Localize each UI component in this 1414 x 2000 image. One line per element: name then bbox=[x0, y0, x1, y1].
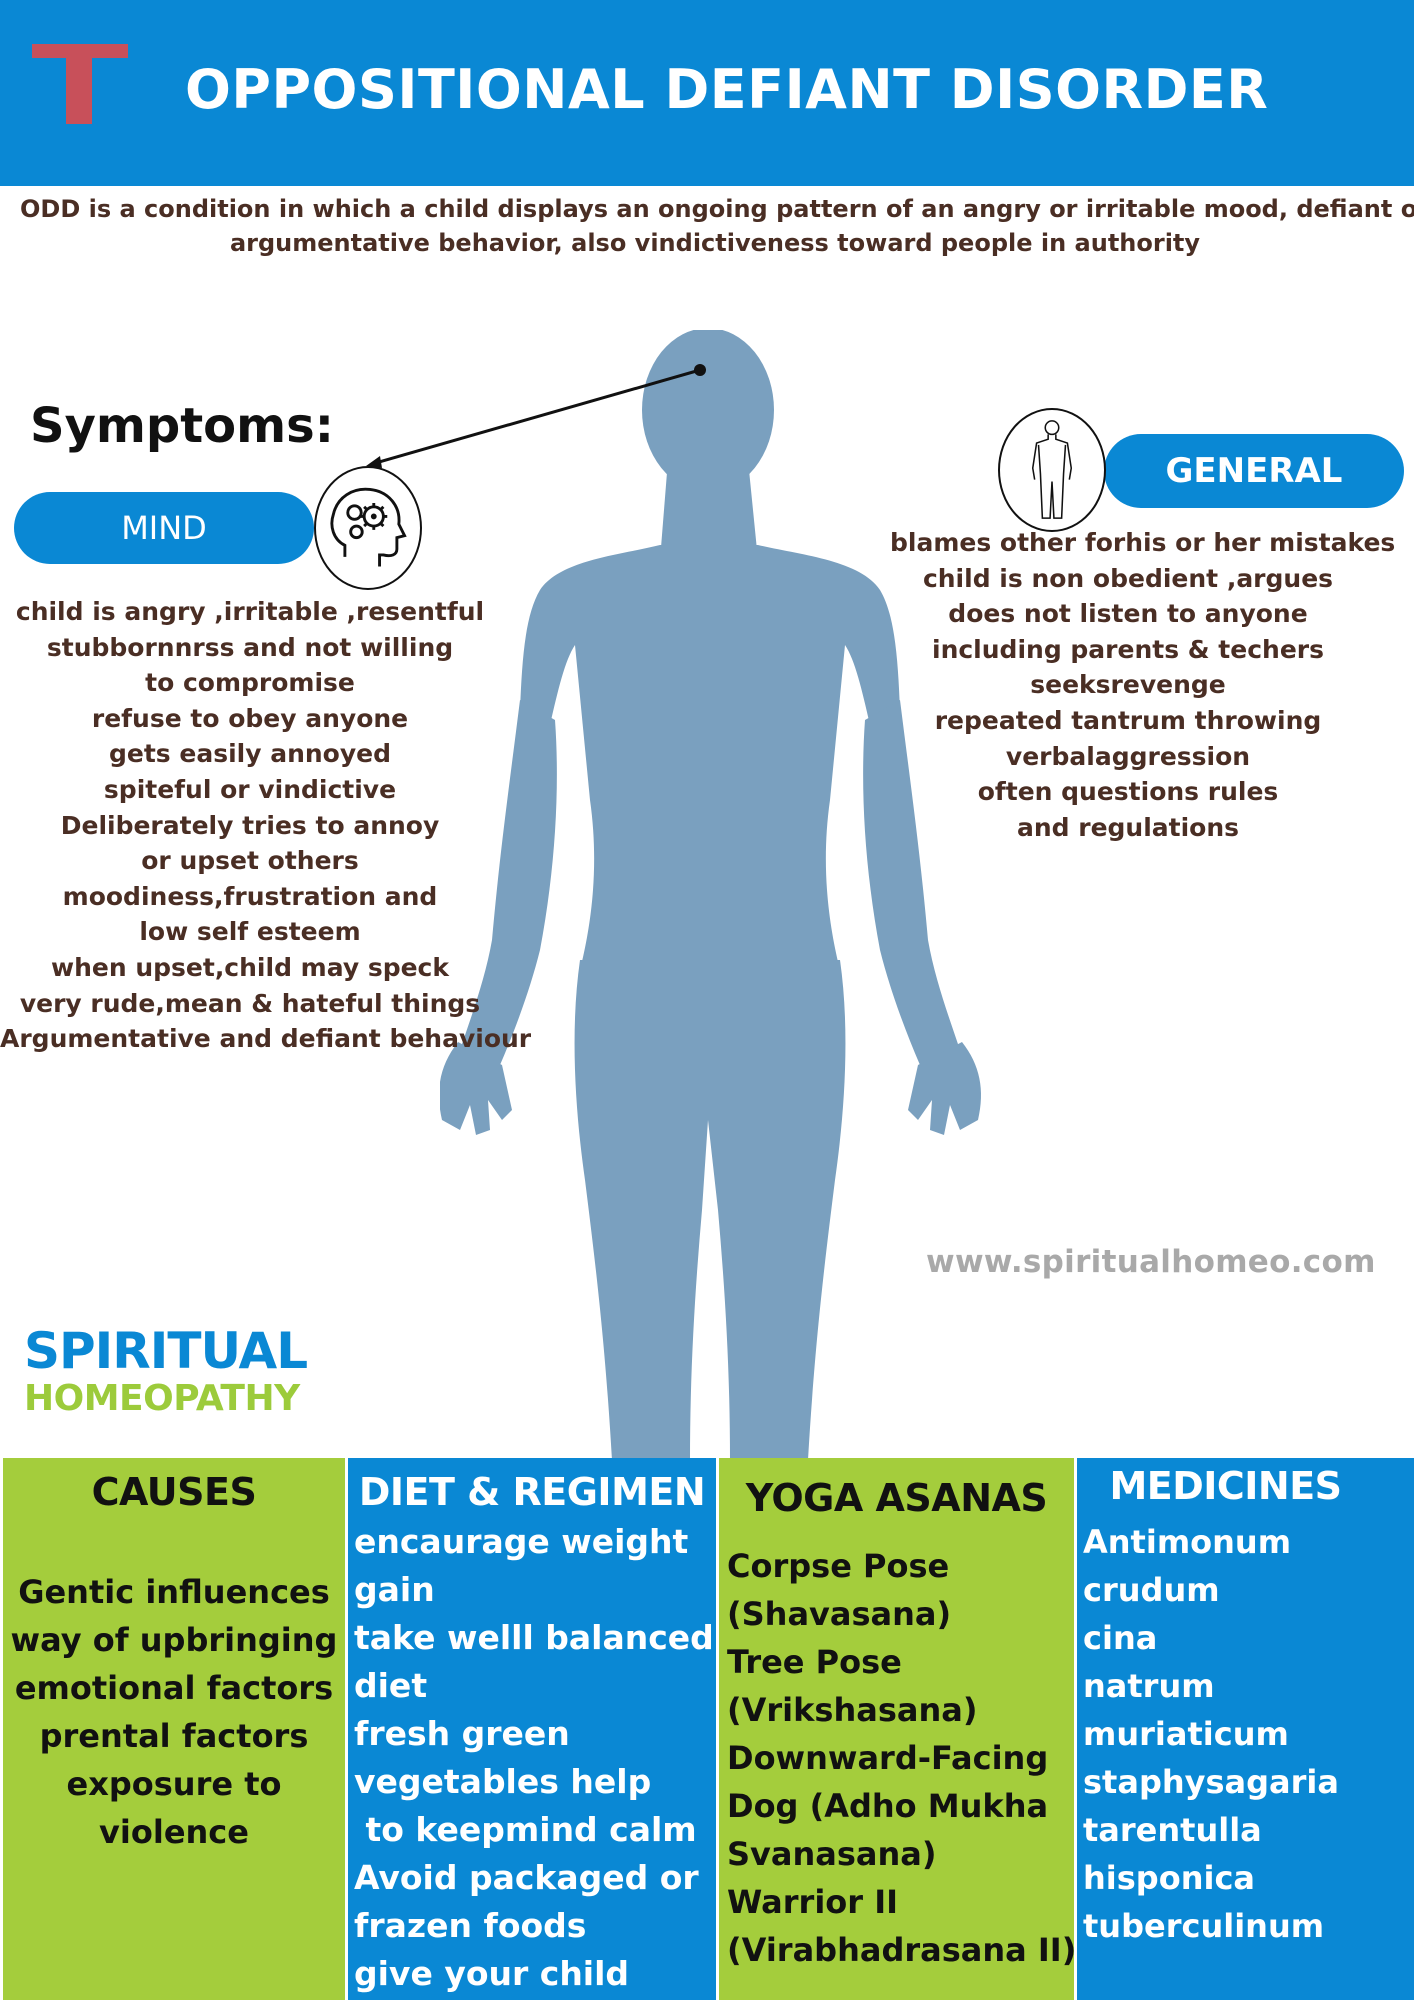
list-item: Downward-Facing bbox=[727, 1739, 1049, 1777]
causes-list: Gentic influences way of upbringing emot… bbox=[3, 1568, 345, 1856]
diet-list: encaurage weight gain take welll balance… bbox=[354, 1518, 714, 1998]
list-item: verbalaggression bbox=[1005, 741, 1251, 771]
list-item: gets easily annoyed bbox=[108, 739, 392, 769]
list-item: Tree Pose bbox=[727, 1643, 902, 1681]
list-item: refuse to obey anyone bbox=[91, 703, 409, 733]
brand-name-line1: SPIRITUAL bbox=[24, 1322, 308, 1380]
list-item: blames other forhis or her mistakes bbox=[890, 528, 1396, 557]
list-item: Warrior II bbox=[727, 1883, 898, 1921]
list-item: encaurage weight bbox=[354, 1522, 689, 1561]
list-item: and regulations bbox=[1016, 812, 1240, 842]
list-item: moodiness,frustration and bbox=[62, 881, 438, 911]
mind-label-pill: MIND bbox=[14, 492, 314, 564]
list-item: Antimonum bbox=[1083, 1523, 1292, 1561]
list-item: natrum bbox=[1083, 1667, 1215, 1705]
list-item: very rude,mean & hateful things bbox=[19, 988, 481, 1018]
website-url: www.spiritualhomeo.com bbox=[926, 1244, 1376, 1280]
list-item: when upset,child may speck bbox=[50, 952, 449, 982]
intro-line: ODD is a condition in which a child disp… bbox=[20, 195, 1414, 223]
list-item: tarentulla bbox=[1083, 1811, 1262, 1849]
list-item: child is angry ,irritable ,resentful bbox=[15, 597, 485, 626]
mind-symptoms-list: child is angry ,irritable ,resentful stu… bbox=[0, 594, 532, 1057]
list-item: (Virabhadrasana II) bbox=[727, 1931, 1074, 1969]
human-outline-icon bbox=[998, 408, 1106, 532]
list-item: Corpse Pose bbox=[727, 1547, 950, 1585]
list-item: Svanasana) bbox=[727, 1835, 937, 1873]
brand-logo: SPIRITUAL HOMEOPATHY bbox=[24, 1322, 308, 1419]
list-item: seeksrevenge bbox=[1030, 670, 1226, 700]
list-item: to keepmind calm bbox=[354, 1810, 697, 1849]
list-item: often questions rules bbox=[977, 777, 1279, 807]
yoga-title: YOGA ASANAS bbox=[745, 1476, 1048, 1520]
list-item: hisponica bbox=[1083, 1859, 1255, 1897]
list-item: gain bbox=[354, 1570, 435, 1609]
list-item: stubbornnrss and not willing bbox=[46, 632, 454, 662]
list-item: way of upbringing bbox=[10, 1621, 338, 1659]
page-title: OPPOSITIONAL DEFIANT DISORDER bbox=[185, 58, 1269, 121]
list-item: (Vrikshasana) bbox=[727, 1691, 978, 1729]
pointer-line bbox=[366, 364, 706, 468]
medicines-title: MEDICINES bbox=[1109, 1464, 1342, 1508]
list-item: including parents & techers bbox=[932, 634, 1324, 664]
yoga-asanas-panel: YOGA ASANAS Corpse Pose (Shavasana) Tree… bbox=[719, 1458, 1074, 2000]
logo-t-icon bbox=[32, 44, 128, 124]
brain-gears-icon bbox=[314, 466, 422, 590]
list-item: low self esteem bbox=[139, 917, 361, 947]
list-item: violence bbox=[99, 1813, 249, 1851]
list-item: to compromise bbox=[145, 668, 355, 698]
intro-text: ODD is a condition in which a child disp… bbox=[20, 192, 1414, 260]
medicines-panel: MEDICINES Antimonum crudum cina natrum m… bbox=[1077, 1458, 1414, 2000]
list-item: diet bbox=[354, 1666, 428, 1705]
yoga-list: Corpse Pose (Shavasana) Tree Pose (Vriks… bbox=[727, 1542, 1074, 1974]
list-item: Deliberately tries to annoy bbox=[60, 810, 440, 840]
general-symptoms-list: blames other forhis or her mistakes chil… bbox=[890, 525, 1396, 845]
general-label-pill: GENERAL bbox=[1104, 434, 1404, 508]
list-item: (Shavasana) bbox=[727, 1595, 952, 1633]
symptoms-heading: Symptoms: bbox=[30, 398, 334, 454]
causes-panel: CAUSES Gentic influences way of upbringi… bbox=[3, 1458, 345, 2000]
human-body-silhouette bbox=[440, 330, 982, 1460]
list-item: repeated tantrum throwing bbox=[934, 705, 1322, 735]
list-item: prental factors bbox=[39, 1717, 309, 1755]
list-item: give your child bbox=[354, 1954, 630, 1993]
list-item: cina bbox=[1083, 1619, 1158, 1657]
list-item: crudum bbox=[1083, 1571, 1220, 1609]
list-item: frazen foods bbox=[354, 1906, 587, 1945]
brand-name-line2: HOMEOPATHY bbox=[24, 1378, 300, 1419]
list-item: take welll balanced bbox=[354, 1618, 714, 1657]
list-item: staphysagaria bbox=[1083, 1763, 1339, 1801]
causes-title: CAUSES bbox=[91, 1470, 257, 1514]
list-item: exposure to bbox=[66, 1765, 282, 1803]
list-item: Dog (Adho Mukha bbox=[727, 1787, 1049, 1825]
list-item: does not listen to anyone bbox=[948, 599, 1308, 629]
diet-regimen-panel: DIET & REGIMEN encaurage weight gain tak… bbox=[348, 1458, 716, 2000]
diet-title: DIET & REGIMEN bbox=[358, 1470, 706, 1514]
list-item: tuberculinum bbox=[1083, 1907, 1325, 1945]
list-item: muriaticum bbox=[1083, 1715, 1289, 1753]
list-item: fresh green bbox=[354, 1714, 570, 1753]
list-item: spiteful or vindictive bbox=[103, 774, 397, 804]
header-banner: OPPOSITIONAL DEFIANT DISORDER bbox=[0, 0, 1414, 186]
list-item: child is non obedient ,argues bbox=[922, 563, 1334, 593]
list-item: Gentic influences bbox=[18, 1573, 330, 1611]
list-item: emotional factors bbox=[14, 1669, 334, 1707]
list-item: Argumentative and defiant behaviour bbox=[0, 1024, 532, 1054]
list-item: or upset others bbox=[141, 846, 359, 876]
intro-line: argumentative behavior, also vindictiven… bbox=[229, 229, 1201, 257]
medicines-list: Antimonum crudum cina natrum muriaticum … bbox=[1083, 1518, 1413, 1950]
list-item: Avoid packaged or bbox=[354, 1858, 699, 1897]
list-item: vegetables help bbox=[354, 1762, 652, 1801]
